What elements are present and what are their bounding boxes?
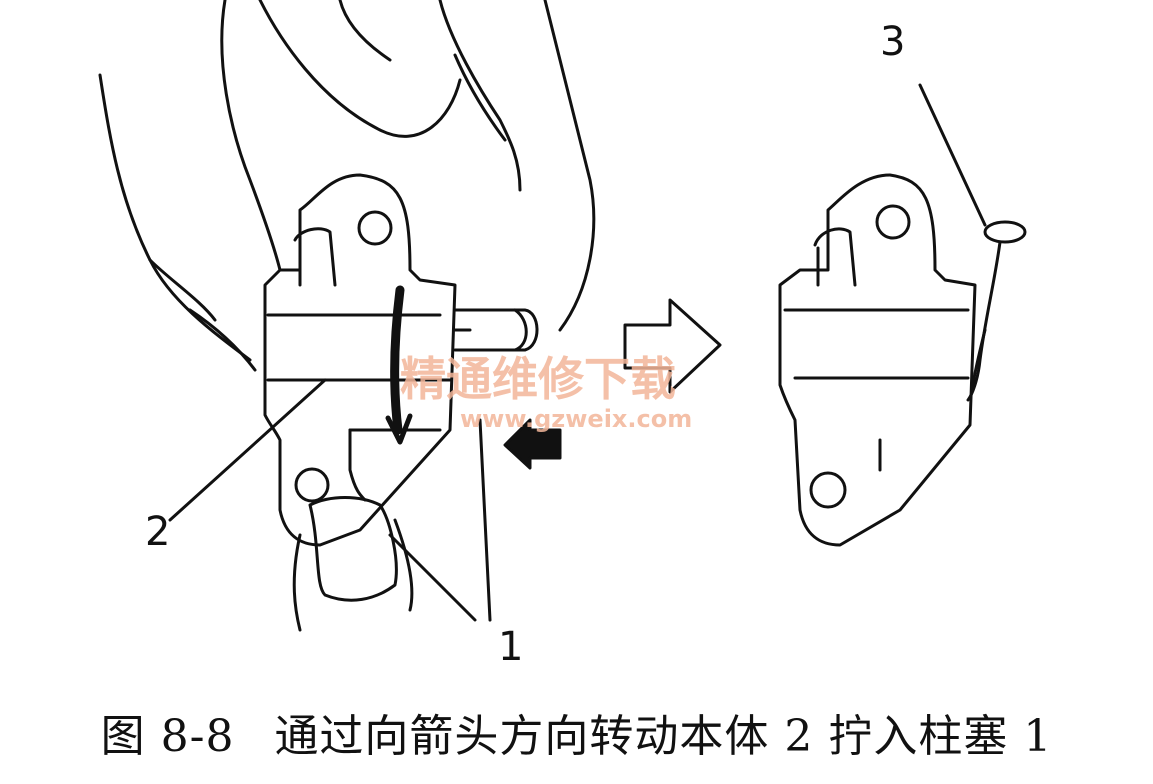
leader-line-1a	[478, 418, 492, 622]
pin	[966, 220, 1027, 402]
hand-illustration	[98, 0, 596, 632]
leader-line-3	[918, 83, 987, 227]
watermark-url: www.gzweix.com	[460, 405, 692, 433]
part-label-2: 2	[145, 509, 170, 555]
leader-line-1b	[388, 533, 477, 622]
rotation-arrowhead	[385, 413, 413, 445]
tensioner-body-right	[778, 173, 977, 547]
caption-text: 通过向箭头方向转动本体 2 拧入柱塞 1	[274, 711, 1053, 762]
watermark-cn: 精通维修下载	[400, 352, 676, 406]
figure-number: 图 8-8	[100, 711, 235, 762]
figure-caption: 图 8-8 通过向箭头方向转动本体 2 拧入柱塞 1	[0, 700, 1153, 770]
hollow-arrow	[623, 298, 722, 394]
part-label-1: 1	[498, 624, 523, 670]
part-label-3: 3	[880, 19, 905, 65]
rotation-arrow	[390, 285, 405, 435]
leader-line-2	[168, 378, 327, 522]
solid-arrow	[503, 418, 562, 470]
tensioner-body-left	[263, 173, 457, 547]
plunger	[453, 308, 539, 352]
technical-illustration: 2 1 3 精通维修下载 www.gzweix.com	[98, 0, 1027, 670]
